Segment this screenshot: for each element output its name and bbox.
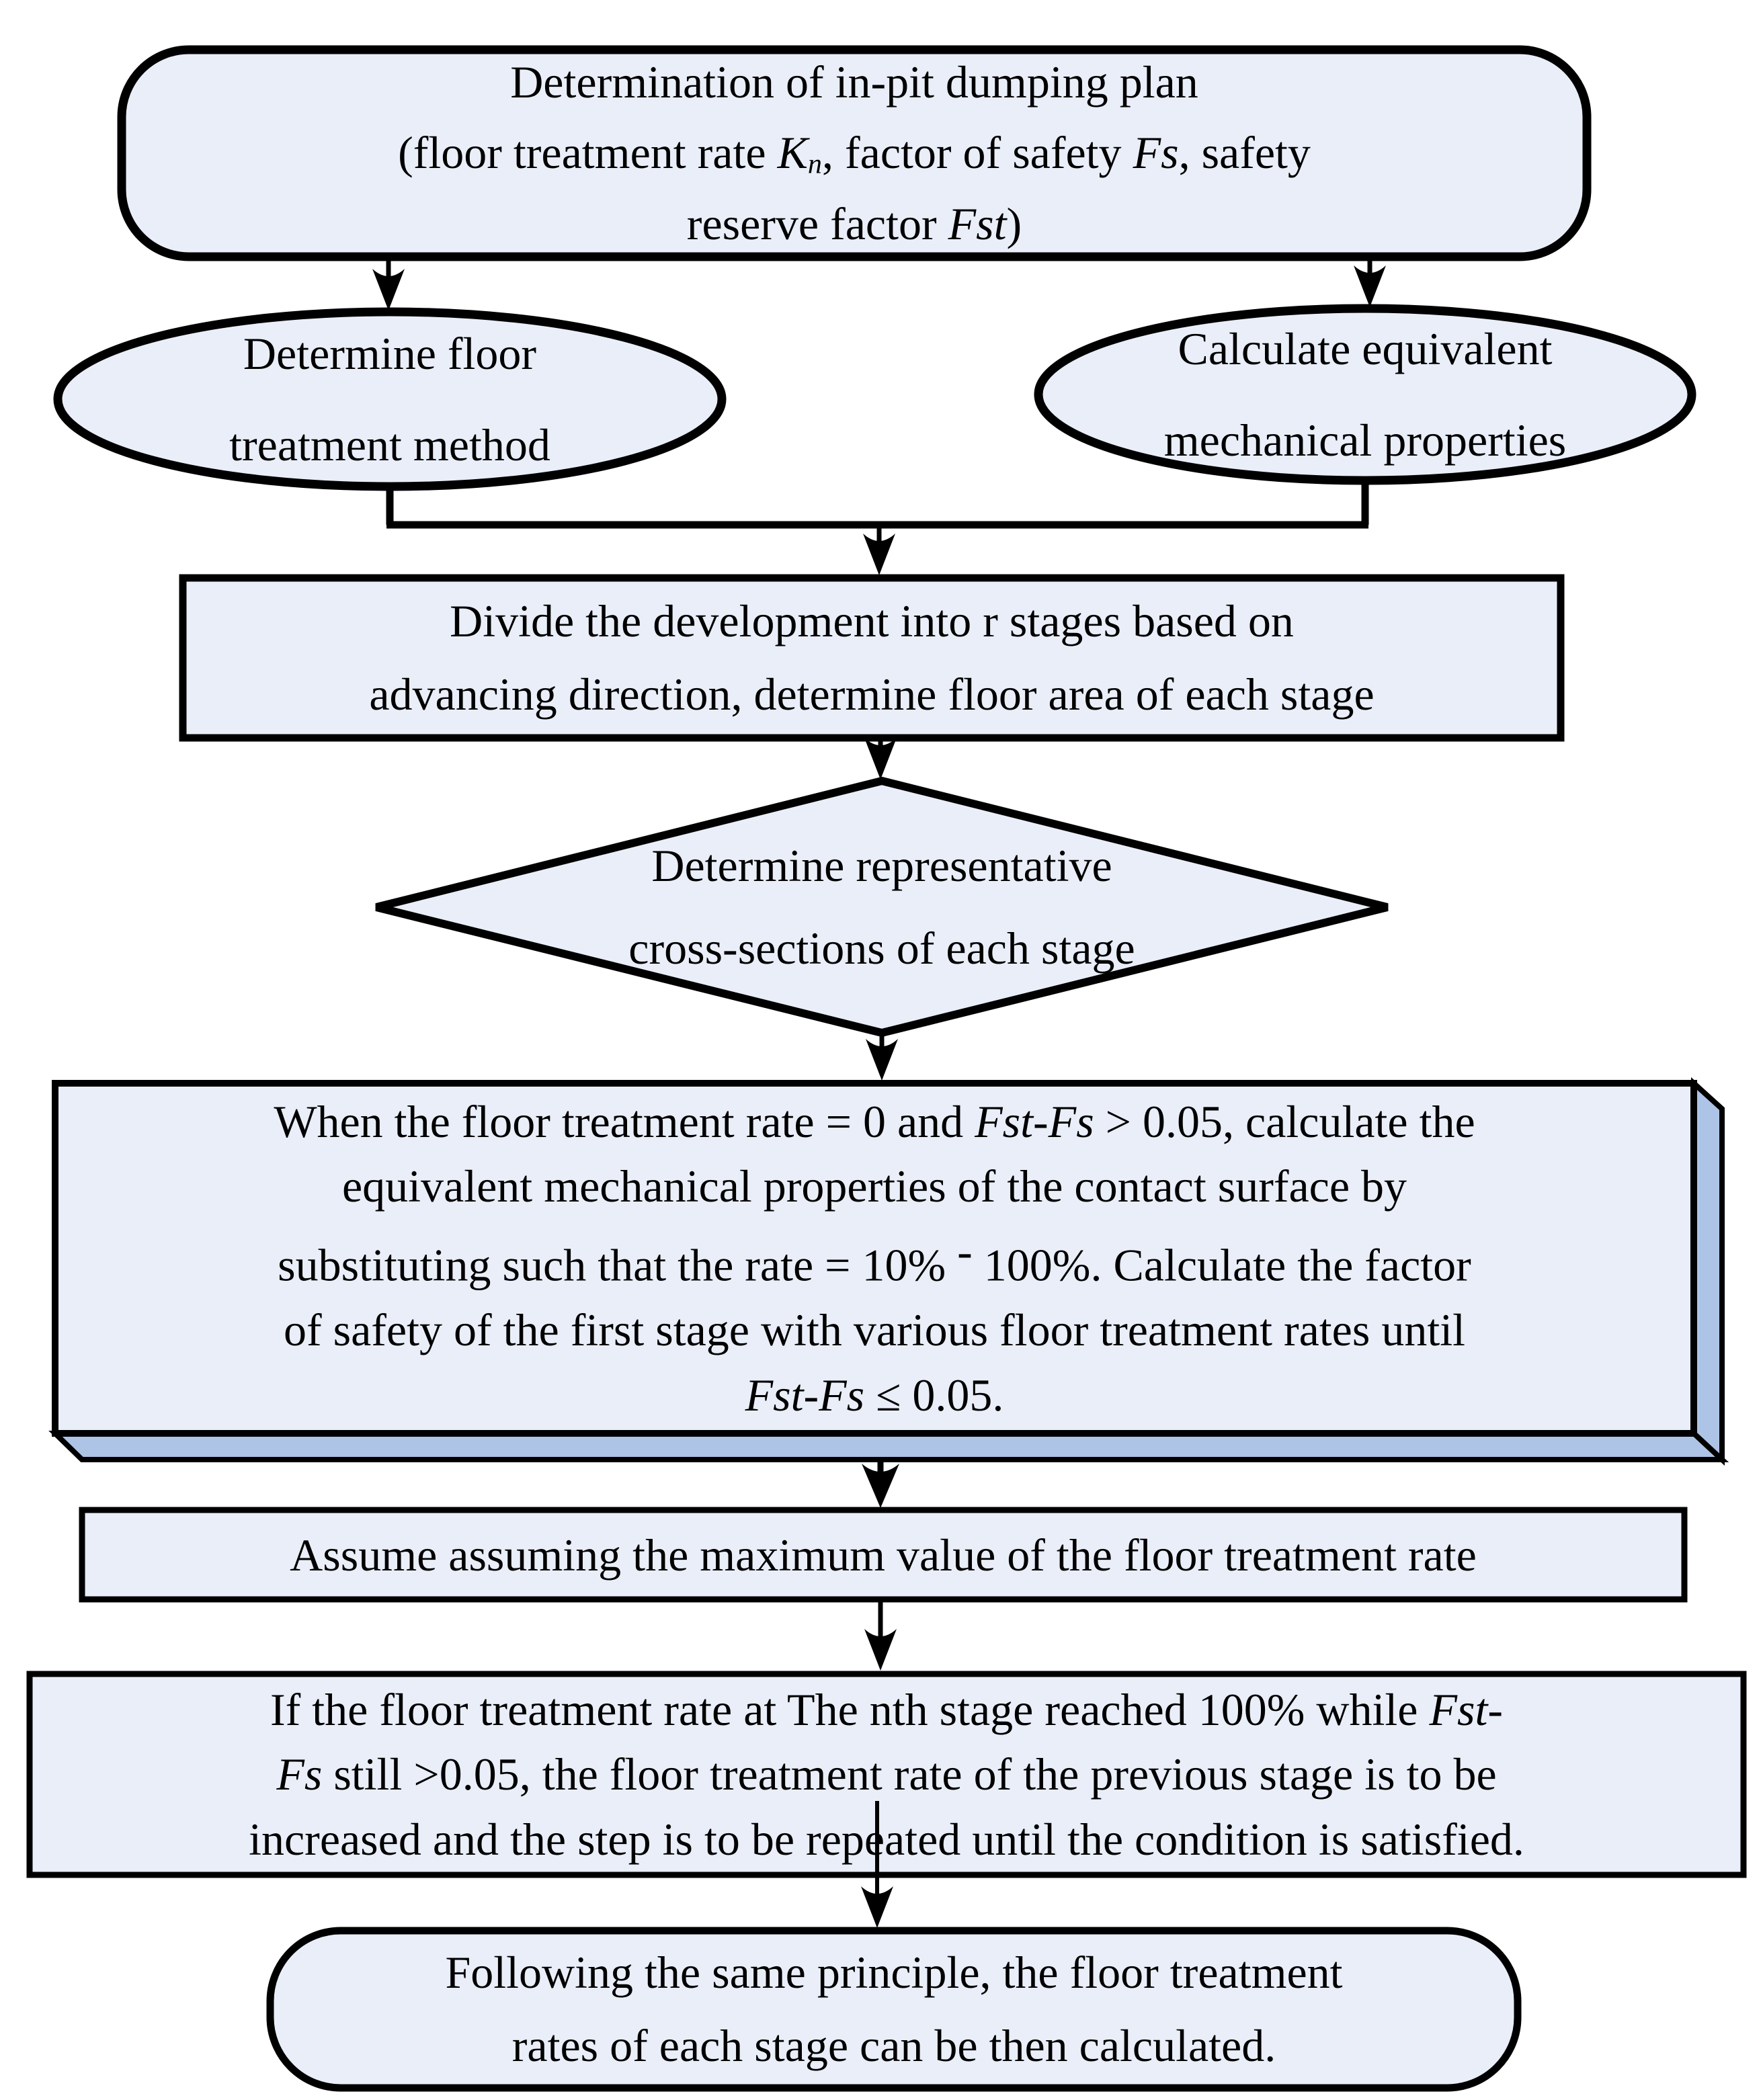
method-ellipse-text: Determine floor treatment method: [58, 312, 722, 487]
start-terminator-text: Determination of in-pit dumping plan (fl…: [135, 50, 1573, 257]
method-line-2: treatment method: [229, 419, 550, 470]
method-line-1: Determine floor: [243, 328, 537, 379]
arrowhead-merge-to-divide: [863, 534, 895, 575]
sections-decision-text: Determine representative cross-sections …: [376, 781, 1387, 1033]
calc-3d-right-band: [1691, 1077, 1725, 1466]
assume-process-text: Assume assuming the maximum value of the…: [82, 1510, 1684, 1599]
start-line-1: Determination of in-pit dumping plan: [510, 56, 1198, 108]
divide-line-2: advancing direction, determine floor are…: [369, 669, 1375, 720]
arrowhead-iterate-to-end: [861, 1886, 893, 1928]
iterate-line-1: If the floor treatment rate at The nth s…: [270, 1683, 1504, 1735]
first-stage-calc-shape: [52, 1080, 1697, 1437]
iterate-process-text: If the floor treatment rate at The nth s…: [30, 1674, 1744, 1875]
arrowhead-start-to-equivalent: [1354, 265, 1386, 307]
divide-process-text: Divide the development into r stages bas…: [183, 578, 1561, 738]
arrowhead-divide-to-decision: [864, 738, 897, 780]
calc-line-4: of safety of the first stage with variou…: [283, 1304, 1466, 1355]
calc-3d-bottom-band: [48, 1431, 1729, 1462]
arrowhead-calc-to-assume: [862, 1464, 899, 1508]
arrowhead-decision-to-calc: [866, 1039, 898, 1081]
end-line-2: rates of each stage can be then calculat…: [511, 2020, 1276, 2071]
calc-line-3: substituting such that the rate = 10% - …: [278, 1226, 1471, 1291]
start-line-2: (floor treatment rate Kn, factor of safe…: [398, 127, 1311, 180]
iterate-line-3: increased and the step is to be repeated…: [249, 1813, 1524, 1865]
decision-line-1: Determine representative: [651, 840, 1112, 892]
end-terminator-shape: [266, 1927, 1522, 2092]
equivalent-line-2: mechanical properties: [1163, 415, 1567, 466]
first-stage-calc-text: When the floor treatment rate = 0 and Fs…: [55, 1083, 1694, 1433]
start-line-3: reserve factor Fst): [686, 198, 1022, 249]
arrowhead-start-to-method: [372, 269, 405, 310]
end-line-1: Following the same principle, the floor …: [445, 1947, 1343, 1999]
iterate-process-shape: [26, 1671, 1747, 1878]
equivalent-line-1: Calculate equivalent: [1178, 323, 1553, 374]
iterate-line-2: Fs still >0.05, the floor treatment rate…: [276, 1749, 1497, 1800]
divide-process-shape: [179, 574, 1565, 742]
calc-line-5: Fst-Fs ≤ 0.05.: [745, 1369, 1004, 1421]
assume-process-shape: [79, 1507, 1688, 1603]
calc-line-1: When the floor treatment rate = 0 and Fs…: [274, 1095, 1475, 1147]
assume-line-1: Assume assuming the maximum value of the…: [290, 1529, 1477, 1581]
decision-line-2: cross-sections of each stage: [628, 922, 1135, 974]
arrowhead-assume-to-iterate: [864, 1629, 897, 1671]
divide-line-1: Divide the development into r stages bas…: [450, 595, 1294, 647]
equivalent-ellipse-text: Calculate equivalent mechanical properti…: [1038, 308, 1692, 480]
calc-line-2: equivalent mechanical properties of the …: [341, 1161, 1407, 1212]
end-terminator-text: Following the same principle, the floor …: [270, 1931, 1518, 2088]
start-terminator-shape: [117, 45, 1592, 261]
